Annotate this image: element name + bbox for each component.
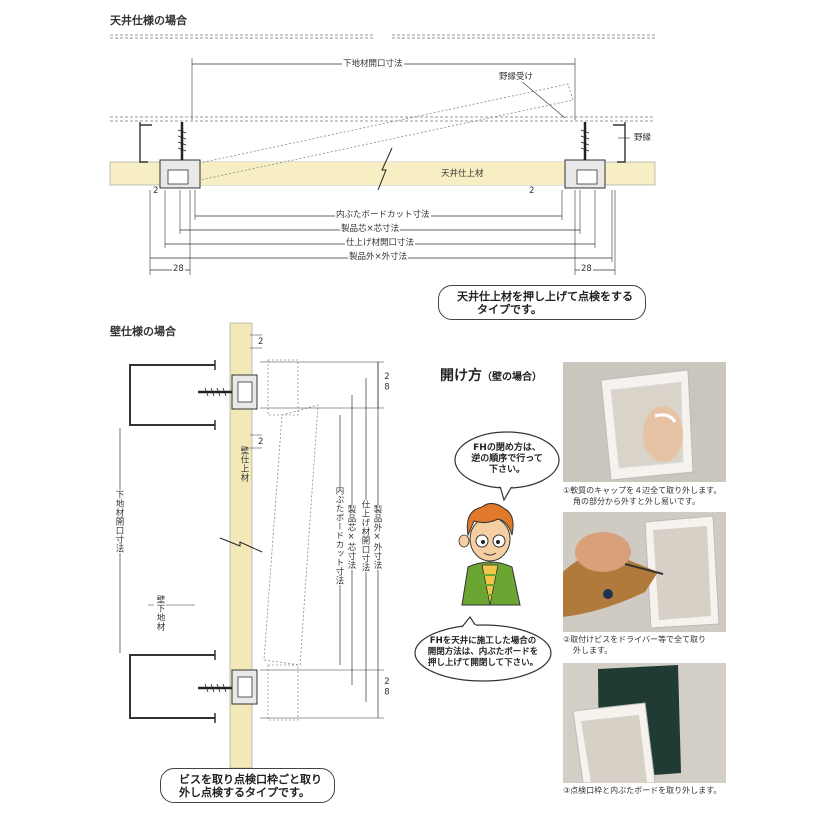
bubble-close-text: FHの閉め方は、 逆の順序で行って 下さい。 bbox=[457, 443, 557, 476]
wall-label-base: 壁下地材 bbox=[154, 595, 166, 631]
ceiling-dim-28-right: 28 bbox=[580, 264, 593, 274]
ceiling-label-nobuchi: 野縁 bbox=[633, 133, 653, 143]
wall-dim-finish-opening: 仕上げ材開口寸法 bbox=[359, 500, 371, 572]
ceiling-dim-28-left: 28 bbox=[172, 264, 185, 274]
ceiling-dim-board-cut: 内ぶたボードカット寸法 bbox=[335, 210, 431, 220]
bubble-ceiling bbox=[414, 615, 552, 682]
ceiling-label-nobuchi-uke: 野縁受け bbox=[498, 72, 535, 82]
step1-caption-line2: 角の部分から外すと外し易いです。 bbox=[573, 497, 700, 506]
step1-caption: ①軟質のキャップを４辺全て取り外します。 角の部分から外すと外し易いです。 bbox=[563, 485, 721, 507]
open-title: 開け方（壁の場合） bbox=[440, 365, 542, 385]
ceiling-diagram bbox=[109, 34, 656, 275]
ceiling-section-title: 天井仕様の場合 bbox=[110, 14, 187, 27]
step2-caption-line2: 外します。 bbox=[573, 646, 613, 655]
wall-dim-28-bottom: 28 bbox=[382, 677, 392, 698]
character-illustration bbox=[458, 503, 521, 606]
bubble-ceiling-line1: FHを天井に施工した場合の bbox=[429, 636, 537, 646]
step3-caption-line1: ③点検口枠と内ぶたボードを取り外します。 bbox=[563, 786, 722, 795]
step2-caption-line1: ②取付けビスをドライバー等で全て取り bbox=[563, 635, 707, 644]
open-title-sub: （壁の場合） bbox=[482, 372, 542, 383]
ceiling-note: 天井仕上材を押し上げて点検をする タイプです。 bbox=[438, 285, 646, 320]
step2-caption: ②取付けビスをドライバー等で全て取り 外します。 bbox=[563, 634, 706, 656]
open-title-main: 開け方 bbox=[440, 368, 482, 384]
ceiling-dim-outer: 製品外×外寸法 bbox=[348, 252, 409, 262]
ceiling-dim-shitaji: 下地材開口寸法 bbox=[342, 59, 404, 69]
bubble-ceiling-line3: 押し上げて開閉して下さい。 bbox=[427, 658, 539, 668]
ceiling-dim-2-right: 2 bbox=[528, 186, 536, 196]
step3-photo bbox=[563, 663, 726, 783]
wall-dim-core: 製品芯×芯寸法 bbox=[345, 505, 357, 570]
bubble-ceiling-line2: 開閉方法は、内ぶたボードを bbox=[427, 647, 539, 657]
step2-photo bbox=[563, 512, 726, 632]
bubble-close bbox=[454, 431, 560, 502]
step3-caption: ③点検口枠と内ぶたボードを取り外します。 bbox=[563, 785, 721, 796]
ceiling-dim-finish-opening: 仕上げ材開口寸法 bbox=[345, 238, 416, 248]
wall-note-line2: 外し点検するタイプです。 bbox=[179, 786, 310, 799]
wall-dim-shitaji: 下地材開口寸法 bbox=[113, 490, 125, 553]
wall-dim-outer: 製品外×外寸法 bbox=[371, 505, 383, 570]
bubble-close-line2: 逆の順序で行って bbox=[471, 454, 543, 464]
wall-note: ビスを取り点検口枠ごと取り 外し点検するタイプです。 bbox=[160, 768, 335, 803]
ceiling-label-finish: 天井仕上材 bbox=[441, 169, 484, 179]
step1-photo bbox=[563, 362, 726, 482]
bubble-ceiling-text: FHを天井に施工した場合の 開閉方法は、内ぶたボードを 押し上げて開閉して下さい… bbox=[416, 636, 550, 669]
bubble-close-line1: FHの閉め方は、 bbox=[473, 443, 541, 453]
bubble-close-line3: 下さい。 bbox=[488, 465, 525, 475]
wall-diagram bbox=[119, 322, 384, 769]
ceiling-dim-core: 製品芯×芯寸法 bbox=[340, 224, 401, 234]
wall-section-title: 壁仕様の場合 bbox=[110, 325, 176, 338]
wall-dim-board-cut: 内ぶたボードカット寸法 bbox=[333, 486, 345, 585]
ceiling-dim-2-left: 2 bbox=[152, 186, 160, 196]
wall-note-line1: ビスを取り点検口枠ごと取り bbox=[179, 773, 322, 786]
ceiling-note-line2: タイプです。 bbox=[477, 303, 542, 316]
wall-dim-2-mid: 2 bbox=[257, 437, 265, 447]
wall-dim-28-top: 28 bbox=[382, 372, 392, 393]
wall-lid-outline bbox=[263, 404, 319, 666]
wall-dim-2-top: 2 bbox=[257, 337, 265, 347]
wall-label-finish: 壁仕上材 bbox=[239, 446, 249, 482]
step1-caption-line1: ①軟質のキャップを４辺全て取り外します。 bbox=[563, 486, 722, 495]
ceiling-note-line1: 天井仕上材を押し上げて点検をする bbox=[457, 290, 633, 303]
